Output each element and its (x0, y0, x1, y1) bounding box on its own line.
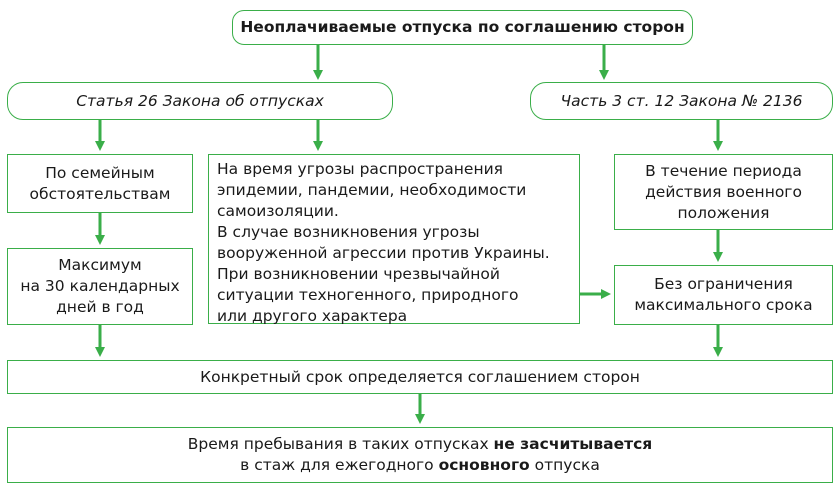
no-limit-line: Без ограничения (654, 275, 793, 293)
article-26-title: Статья 26 Закона об отпусках (76, 91, 324, 110)
cases-line: самоизоляции. (217, 202, 339, 220)
martial-line: действия военного (645, 182, 802, 201)
cases-line: На время угрозы распространения (217, 160, 503, 178)
emphasis-main: основного (438, 456, 530, 474)
no-limit-box: Без ограничения максимального срока (614, 265, 833, 325)
family-box: По семейным обстоятельствам (7, 154, 193, 213)
cases-line: или другого характера (217, 307, 408, 325)
agreement-text: Конкретный срок определяется соглашением… (200, 367, 640, 386)
cases-line: При возникновении чрезвычайной (217, 265, 500, 283)
family-line: По семейным (45, 163, 155, 182)
martial-law-box: В течение периода действия военного поло… (614, 154, 833, 230)
cases-line: ситуации техногенного, природного (217, 286, 519, 304)
maximum-box: Максимум на 30 календарных дней в год (7, 248, 193, 325)
final-note-box: Время пребывания в таких отпусках не зас… (7, 427, 833, 483)
final-line-1: Время пребывания в таких отпусках не зас… (187, 435, 653, 453)
agreement-box: Конкретный срок определяется соглашением… (7, 360, 833, 394)
martial-line: В течение периода (645, 161, 802, 180)
law-2136-box: Часть 3 ст. 12 Закона № 2136 (530, 82, 833, 120)
top-title-box: Неоплачиваемые отпуска по соглашению сто… (232, 10, 693, 45)
cases-line: вооруженной агрессии против Украины. (217, 244, 550, 262)
cases-box: На время угрозы распространения эпидемии… (208, 154, 580, 325)
maximum-line: Максимум (58, 256, 142, 274)
martial-line: положения (677, 203, 770, 222)
top-title: Неоплачиваемые отпуска по соглашению сто… (240, 18, 685, 36)
article-26-box: Статья 26 Закона об отпусках (7, 82, 393, 120)
maximum-line: дней в год (56, 298, 144, 316)
final-line-2: в стаж для ежегодного основного отпуска (240, 456, 600, 474)
cases-line: эпидемии, пандемии, необходимости (217, 181, 527, 199)
law-2136-title: Часть 3 ст. 12 Закона № 2136 (560, 91, 803, 110)
family-line: обстоятельствам (29, 184, 171, 203)
emphasis-not-counted: не засчитывается (493, 435, 653, 453)
maximum-line: на 30 календарных (20, 277, 180, 295)
no-limit-line: максимального срока (634, 296, 813, 314)
cases-line: В случае возникновения угрозы (217, 223, 480, 241)
